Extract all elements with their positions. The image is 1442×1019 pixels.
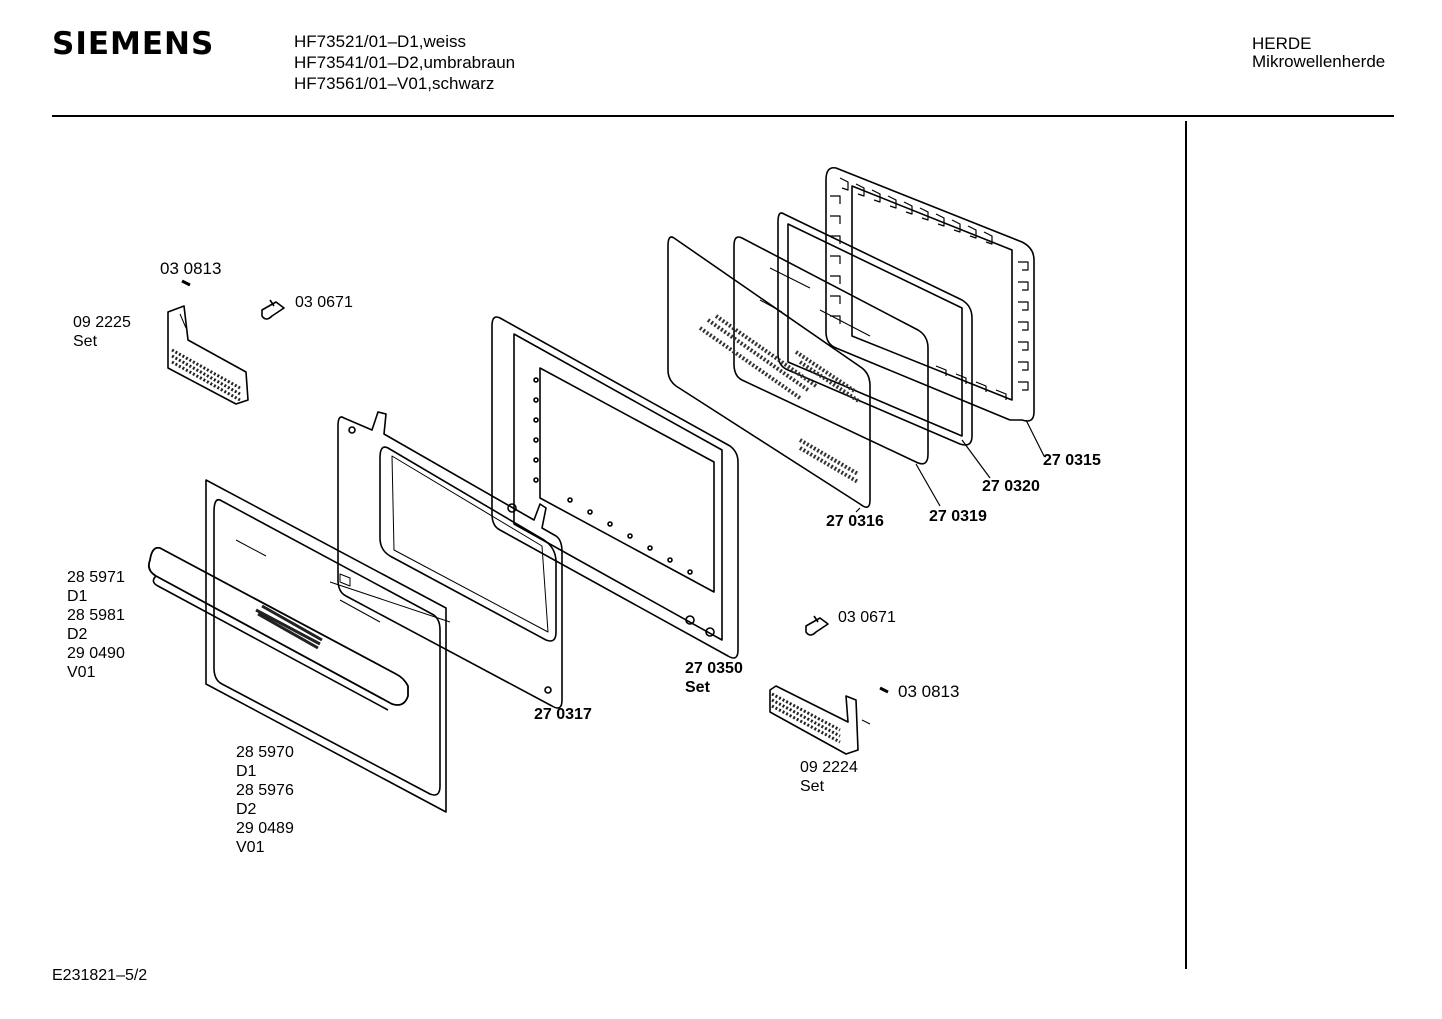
label-092224-set: Set	[800, 778, 825, 795]
hinge-left-092225	[167, 305, 249, 405]
label-270315: 27 0315	[1043, 452, 1101, 469]
label-290489: 29 0489	[236, 820, 294, 837]
label-270350-number: 27 0350	[685, 660, 743, 677]
label-285976-variant: D2	[236, 801, 257, 818]
label-270316: 27 0316	[826, 513, 884, 530]
label-092225-number: 09 2225	[73, 314, 131, 331]
label-270317: 27 0317	[534, 706, 592, 723]
label-290489-variant: V01	[236, 839, 265, 856]
label-030671-top: 03 0671	[295, 294, 353, 311]
document-id: E231821–5/2	[52, 967, 148, 984]
header-divider	[52, 115, 1394, 117]
label-092224-number: 09 2224	[800, 759, 858, 776]
clip-right-030671	[805, 615, 829, 636]
label-030813-top: 03 0813	[160, 259, 222, 278]
label-290490: 29 0490	[67, 645, 125, 662]
model-line-3: HF73561/01–V01,schwarz	[294, 74, 495, 93]
label-270350: 27 0350 Set	[685, 659, 743, 697]
label-270320: 27 0320	[982, 478, 1040, 495]
seal-frame-270315	[825, 166, 1045, 457]
hinge-right-092224	[769, 685, 871, 755]
label-285970: 28 5970	[236, 744, 294, 761]
label-092225: 09 2225 Set	[73, 313, 131, 351]
label-285981-variant: D2	[67, 626, 88, 643]
model-line-2: HF73541/01–D2,umbrabraun	[294, 53, 516, 72]
category: HERDE Mikrowellenherde	[1252, 35, 1385, 71]
label-285970-variant: D1	[236, 763, 257, 780]
model-line-1: HF73521/01–D1,weiss	[294, 32, 466, 51]
label-270350-set: Set	[685, 679, 710, 696]
brand-logo: SIEMENS	[52, 26, 215, 62]
side-divider	[1185, 121, 1187, 969]
gasket-270320	[777, 212, 991, 479]
pin-left-030813	[181, 279, 191, 287]
window-frame-270317	[337, 411, 563, 709]
label-285976: 28 5976	[236, 782, 294, 799]
category-title: HERDE	[1252, 34, 1312, 53]
label-290490-variant: V01	[67, 664, 96, 681]
model-list: HF73521/01–D1,weiss HF73541/01–D2,umbrab…	[294, 31, 515, 94]
label-285971-group: 28 5971 D1 28 5981 D2 29 0490 V01	[67, 568, 125, 682]
label-285971: 28 5971	[67, 569, 125, 586]
label-092225-set: Set	[73, 333, 98, 350]
label-092224: 09 2224 Set	[800, 758, 858, 796]
label-270319: 27 0319	[929, 508, 987, 525]
label-285981: 28 5981	[67, 607, 125, 624]
label-030813-bottom: 03 0813	[898, 682, 960, 701]
outer-door-panel	[205, 479, 451, 813]
clip-left-030671	[261, 299, 285, 320]
mesh-panel-270316	[667, 236, 871, 513]
pin-right-030813	[879, 686, 889, 694]
label-285971-variant: D1	[67, 588, 88, 605]
door-handle	[147, 546, 409, 711]
door-frame-270350	[491, 316, 739, 659]
category-subtitle: Mikrowellenherde	[1252, 52, 1386, 71]
label-030671-bottom: 03 0671	[838, 609, 896, 626]
glass-panel-270319	[733, 236, 941, 507]
label-285970-group: 28 5970 D1 28 5976 D2 29 0489 V01	[236, 743, 294, 857]
